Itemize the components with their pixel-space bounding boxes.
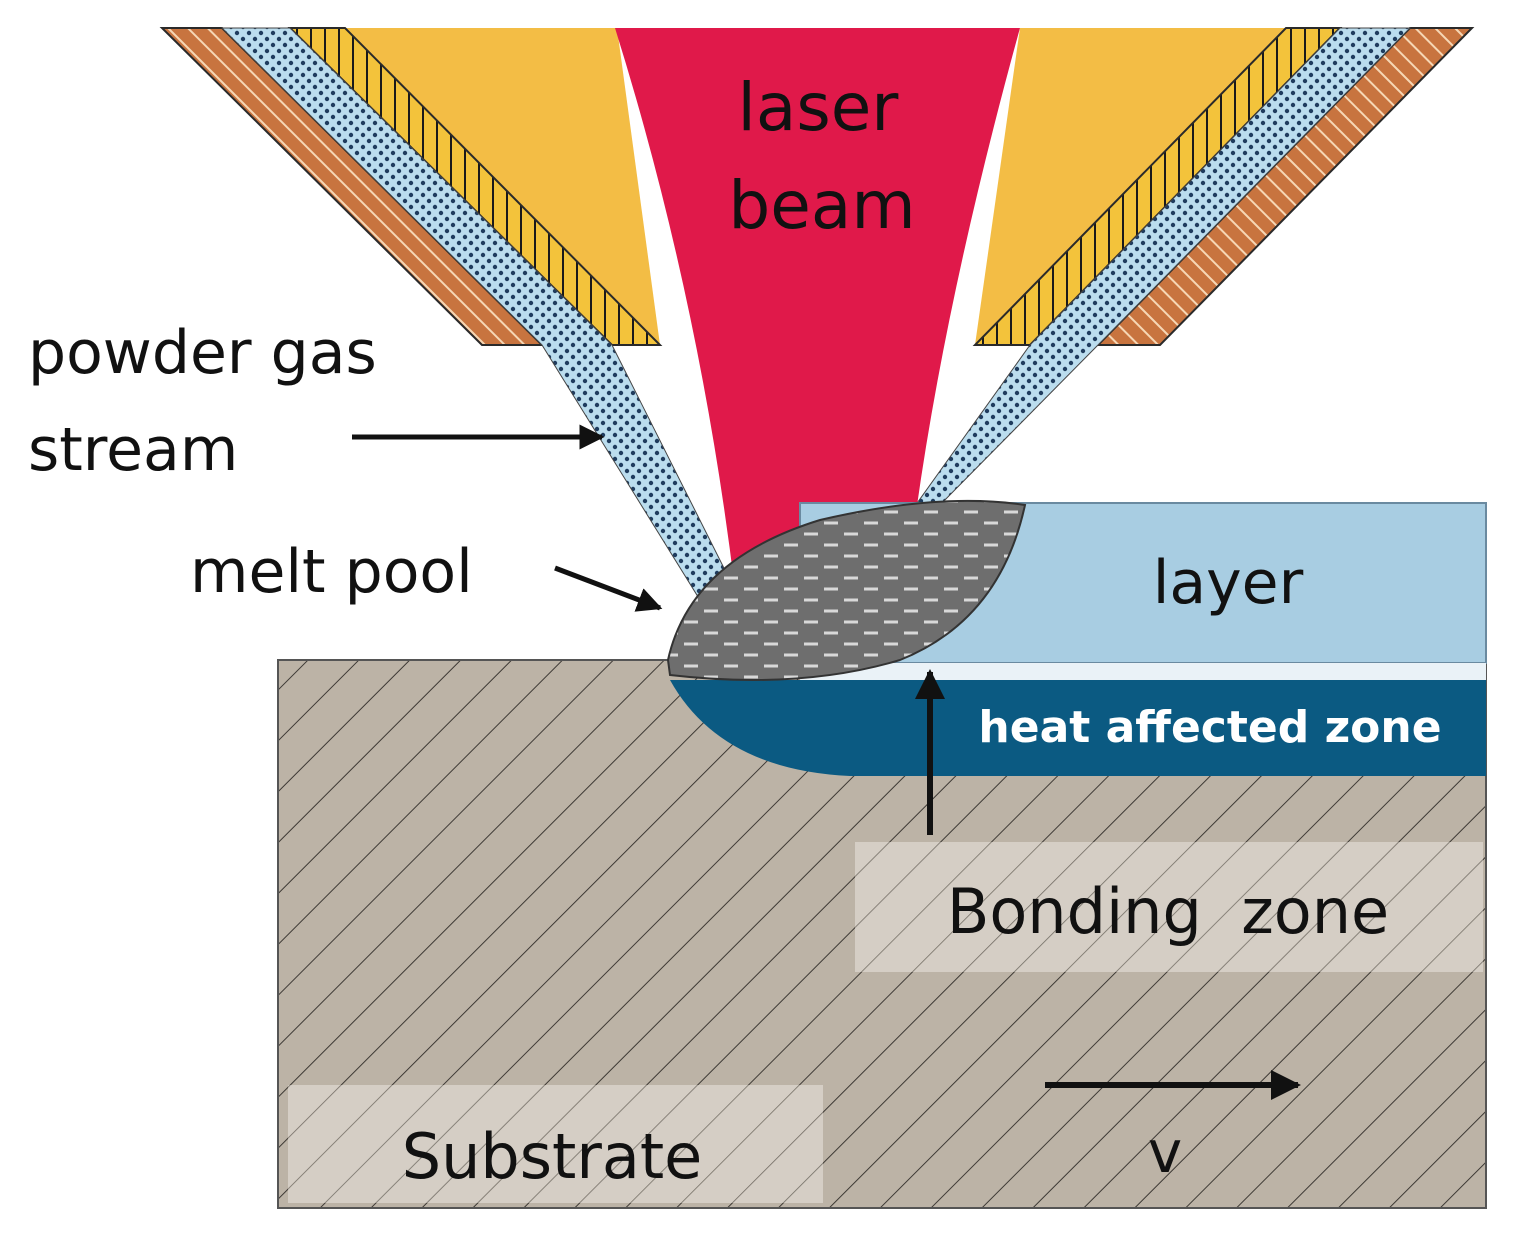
bonding-zone-label-box — [855, 842, 1483, 972]
layer-gap-strip — [800, 663, 1486, 683]
bonding-zone-label: Bonding zone — [947, 875, 1389, 948]
powder-gas-label-line1: powder gas — [28, 318, 377, 388]
velocity-label: v — [1148, 1118, 1182, 1186]
laser-beam-label-line1: laser — [738, 69, 900, 146]
melt-pool-label: melt pool — [190, 537, 473, 607]
substrate-label-box — [288, 1085, 823, 1203]
melt-pool-arrow — [554, 565, 663, 612]
layer-label: layer — [1153, 548, 1304, 618]
laser-beam-label-line2: beam — [728, 167, 915, 244]
laser-beam — [615, 28, 1020, 590]
powder-gas-label-line2: stream — [28, 415, 238, 485]
heat-affected-zone — [670, 680, 1486, 776]
nozzle — [159, 27, 1475, 346]
melt-pool — [666, 499, 1027, 681]
substrate-label: Substrate — [402, 1120, 703, 1193]
heat-affected-zone-label: heat affected zone — [978, 702, 1441, 753]
